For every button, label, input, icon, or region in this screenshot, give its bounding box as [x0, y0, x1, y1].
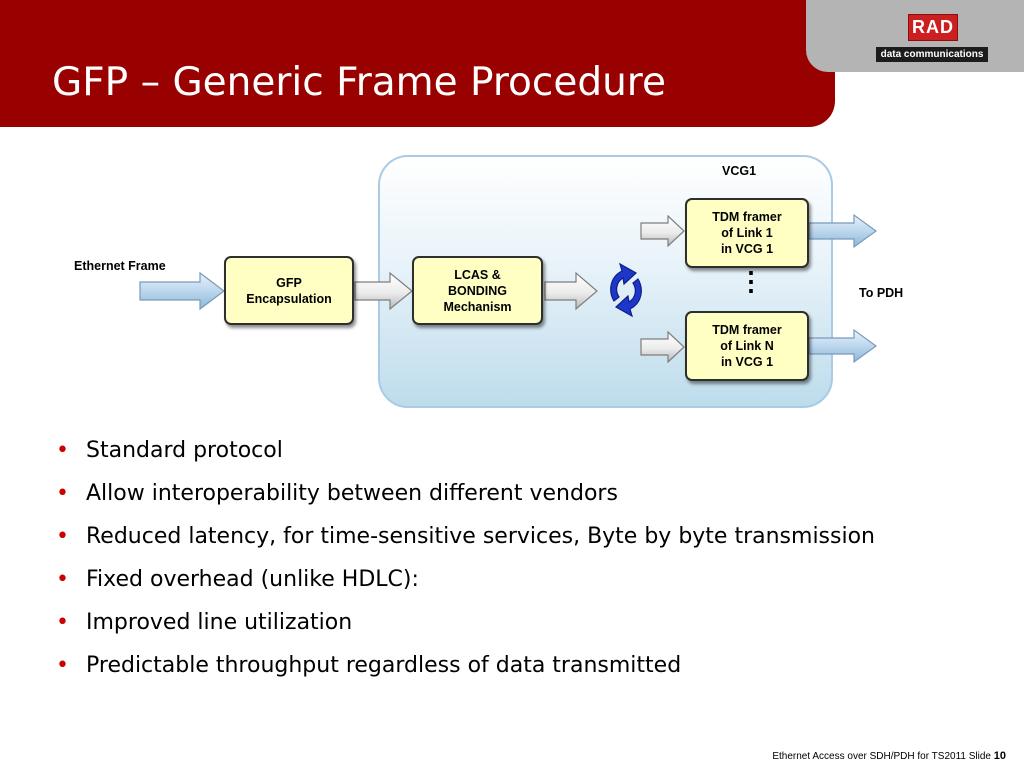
ethernet-frame-label: Ethernet Frame	[74, 259, 166, 273]
bullet-item: Reduced latency, for time-sensitive serv…	[56, 518, 956, 555]
gfp-encapsulation-box: GFP Encapsulation	[224, 256, 354, 325]
to-tdm1-arrow	[640, 215, 685, 247]
input-arrow	[139, 271, 225, 311]
slide-footer: Ethernet Access over SDH/PDH for TS2011 …	[772, 750, 1006, 762]
lcas-to-switch-arrow	[544, 271, 598, 311]
bullet-item: Improved line utilization	[56, 604, 956, 641]
bullet-list: Standard protocol Allow interoperability…	[56, 432, 956, 690]
gfp-to-lcas-arrow	[354, 271, 413, 311]
tdm1-output-arrow	[808, 213, 878, 249]
bullet-item: Fixed overhead (unlike HDLC):	[56, 561, 956, 598]
bullet-item: Allow interoperability between different…	[56, 475, 956, 512]
tdm-framer-link-n-box: TDM framer of Link N in VCG 1	[685, 311, 809, 381]
logo-tagline: data communications	[876, 47, 988, 62]
links-ellipsis: ⋮	[738, 266, 764, 296]
bullet-item: Standard protocol	[56, 432, 956, 469]
slide-number: 10	[993, 750, 1006, 762]
rad-logo: RAD	[908, 14, 958, 41]
to-tdmn-arrow	[640, 331, 685, 363]
footer-text: Ethernet Access over SDH/PDH for TS2011 …	[772, 751, 994, 762]
title-bar: GFP – Generic Frame Procedure	[0, 0, 835, 127]
lcas-bonding-box: LCAS & BONDING Mechanism	[412, 256, 543, 325]
tdmn-output-arrow	[808, 328, 878, 364]
cycle-arrows-icon	[610, 262, 642, 318]
slide-title: GFP – Generic Frame Procedure	[52, 60, 666, 105]
tdm-framer-link-1-box: TDM framer of Link 1 in VCG 1	[685, 198, 809, 268]
bullet-item: Predictable throughput regardless of dat…	[56, 647, 956, 684]
to-pdh-label: To PDH	[859, 286, 904, 300]
vcg-label: VCG1	[722, 164, 757, 178]
